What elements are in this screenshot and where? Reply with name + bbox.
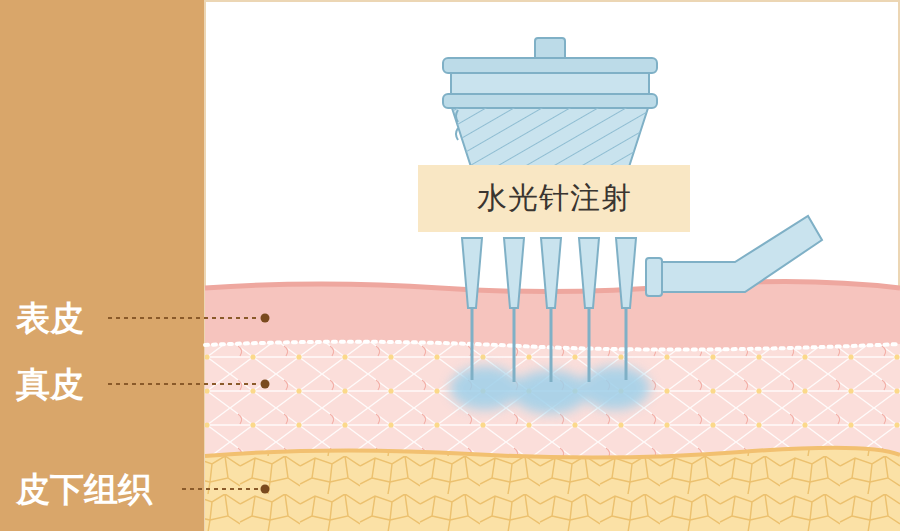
epidermis: [205, 281, 900, 531]
label-box: 水光针注射: [418, 165, 690, 232]
subcutaneous: [205, 448, 900, 531]
layer-label: 真皮: [16, 367, 84, 401]
injector-device: [443, 38, 657, 170]
leader-lines: [108, 318, 260, 489]
side-band: [0, 0, 205, 531]
layer-label: 皮下组织: [16, 472, 152, 506]
box-title: 水光针注射: [477, 178, 632, 219]
layer-label: 表皮: [16, 301, 84, 335]
needles: [462, 238, 636, 382]
leader-dots: [261, 314, 270, 494]
